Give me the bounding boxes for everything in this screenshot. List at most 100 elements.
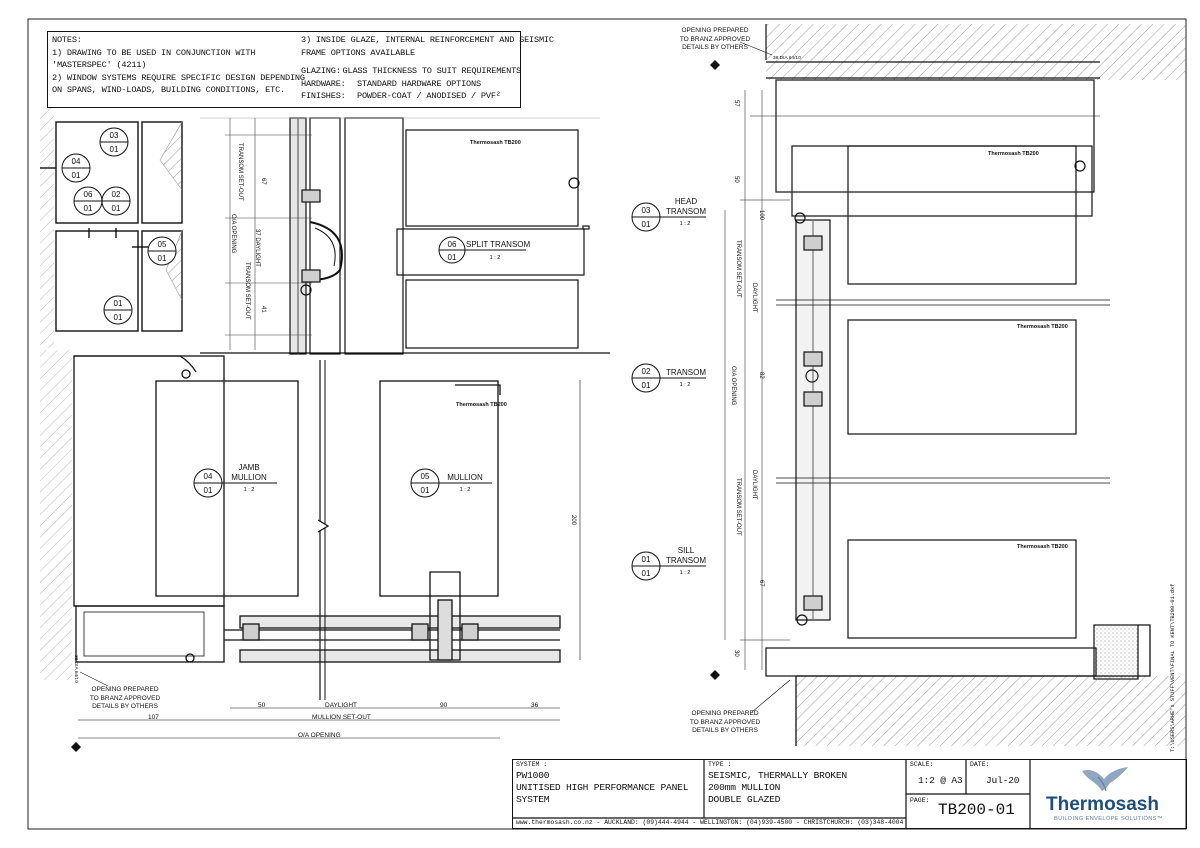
spec-glazing: GLAZING:GLASS THICKNESS TO SUIT REQUIREM… xyxy=(301,66,521,77)
dim-oa-opening: O/A OPENING xyxy=(298,732,341,739)
dim-transom-setout: TRANSOM SET-OUT xyxy=(237,143,243,201)
date-label: DATE: xyxy=(970,761,990,768)
detail-number: 05 xyxy=(420,472,430,481)
dim-transom-setout: TRANSOM SET-OUT xyxy=(244,262,250,320)
date-value: Jul-20 xyxy=(986,775,1020,786)
system-line: SYSTEM xyxy=(516,794,550,805)
detail-sheet: 01 xyxy=(447,253,457,262)
detail-sheet: 01 xyxy=(641,569,651,578)
vertical-section xyxy=(724,24,1186,746)
dim-value: 67 xyxy=(758,580,764,587)
dim-daylight: DAYLIGHT xyxy=(751,470,757,500)
detail-number: 01 xyxy=(641,555,651,564)
note-line: 2) WINDOW SYSTEMS REQUIRE SPECIFIC DESIG… xyxy=(52,72,305,83)
dim-oa-opening: O/A OPENING xyxy=(730,366,736,406)
contact-footer: www.thermosash.co.nz - AUCKLAND: (09)444… xyxy=(516,819,904,826)
detail-title: MULLION xyxy=(447,473,483,482)
detail-sheet: 01 xyxy=(203,486,213,495)
dim-value: 36 xyxy=(531,702,539,709)
detail-number: 03 xyxy=(641,206,651,215)
profile-brand-mark: Thermosash TB200 xyxy=(1017,544,1068,550)
detail-sheet: 01 xyxy=(420,486,430,495)
detail-number: 06 xyxy=(447,240,457,249)
detail-title: TRANSOM xyxy=(666,556,706,565)
dim-daylight: 37 DAYLIGHT xyxy=(254,229,260,267)
dim-value: 107 xyxy=(148,714,159,721)
page-label: PAGE: xyxy=(910,797,930,804)
detail-sheet: 01 xyxy=(641,220,651,229)
detail-scale: 1 : 2 xyxy=(679,570,691,576)
keyplan-bubble-bottom: 01 xyxy=(83,204,93,213)
dim-daylight: DAYLIGHT xyxy=(325,702,358,709)
dim-value: 30 xyxy=(733,650,739,657)
detail-scale: 1 : 2 xyxy=(489,255,501,261)
callout-opening-top-right: OPENING PREPARED TO BRANZ APPROVED DETAI… xyxy=(679,27,751,52)
keyplan-bubble-bottom: 01 xyxy=(71,171,81,180)
system-label: SYSTEM : xyxy=(516,761,548,768)
dim-value: 50 xyxy=(733,176,739,183)
detail-sheet: 01 xyxy=(641,381,651,390)
detail-title: SILL xyxy=(677,546,695,555)
detail-title: MULLION xyxy=(231,473,267,482)
detail-title: SPLIT TRANSOM xyxy=(466,240,531,249)
detail-scale: 1 : 2 xyxy=(243,487,255,493)
dim-value: 82 xyxy=(758,372,764,379)
dim-small-note: 38 DIA 64/10 xyxy=(73,655,78,683)
type-line: SEISMIC, THERMALLY BROKEN xyxy=(708,770,847,781)
detail-title: JAMB xyxy=(238,463,260,472)
notes-heading: NOTES: xyxy=(52,35,82,45)
dim-value: 50 xyxy=(258,702,266,709)
dim-value: 90 xyxy=(440,702,448,709)
dim-mullion-setout: MULLION SET-OUT xyxy=(312,714,371,721)
callout-opening-left: OPENING PREPARED TO BRANZ APPROVED DETAI… xyxy=(89,686,161,711)
keyplan-bubble-bottom: 01 xyxy=(109,145,119,154)
scale-label: SCALE: xyxy=(910,761,934,768)
spec-hardware: HARDWARE:STANDARD HARDWARE OPTIONS xyxy=(301,78,481,89)
profile-brand-mark: Thermosash TB200 xyxy=(470,140,521,146)
type-label: TYPE : xyxy=(708,761,732,768)
keyplan-bubble-top: 03 xyxy=(109,131,119,140)
dim-transom-setout: TRANSOM SET-OUT xyxy=(735,240,741,298)
detail-title: TRANSOM xyxy=(666,207,706,216)
keyplan-bubble-top: 06 xyxy=(83,190,93,199)
title-block xyxy=(512,759,1187,829)
file-path-label: T:\USERS\ARHE's STUFF\VENT\FINAL TO KENT… xyxy=(1170,583,1176,752)
profile-brand-mark: Thermosash TB200 xyxy=(1017,324,1068,330)
logo-tagline: BUILDING ENVELOPE SOLUTIONS™ xyxy=(1054,816,1163,822)
type-line: 200mm MULLION xyxy=(708,782,781,793)
dim-value: 200 xyxy=(570,515,576,526)
note-line: ON SPANS, WIND-LOADS, BUILDING CONDITION… xyxy=(52,85,285,96)
note-line: 'MASTERSPEC' (4211) xyxy=(52,60,147,71)
detail-scale: 1 : 2 xyxy=(679,382,691,388)
dim-value: 41 xyxy=(260,306,266,313)
keyplan-bubble-bottom: 01 xyxy=(113,313,123,322)
keyplan-bubble-top: 01 xyxy=(113,299,123,308)
dim-oa-opening: O/A OPENING xyxy=(230,214,236,254)
scale-value: 1:2 @ A3 xyxy=(918,775,963,786)
thermosash-bird-icon xyxy=(1082,767,1128,792)
keyplan-bubble-bottom: 01 xyxy=(111,204,121,213)
note-line: 3) INSIDE GLAZE, INTERNAL REINFORCEMENT … xyxy=(301,35,554,45)
keyplan-bubble-bottom: 01 xyxy=(157,254,167,263)
note-line: 1) DRAWING TO BE USED IN CONJUNCTION WIT… xyxy=(52,47,256,58)
note-line: FRAME OPTIONS AVAILABLE xyxy=(301,47,416,58)
system-line: PW1000 xyxy=(516,770,550,781)
page-value: TB200-01 xyxy=(938,801,1015,819)
dim-daylight: DAYLIGHT xyxy=(751,283,757,313)
logo-name: Thermosash xyxy=(1046,794,1159,815)
system-line: UNITISED HIGH PERFORMANCE PANEL xyxy=(516,782,689,793)
detail-title: HEAD xyxy=(674,197,698,206)
dim-value: 100 xyxy=(758,210,764,221)
profile-brand-mark: Thermosash TB200 xyxy=(988,151,1039,157)
dim-value: 67 xyxy=(260,178,266,185)
keyplan-bubble-top: 02 xyxy=(111,190,121,199)
dim-transom-setout: TRANSOM SET-OUT xyxy=(735,478,741,536)
keyplan-bubble-top: 05 xyxy=(157,240,167,249)
type-line: DOUBLE GLAZED xyxy=(708,794,781,805)
detail-title: TRANSOM xyxy=(666,368,706,377)
dim-value: 57 xyxy=(733,100,739,107)
callout-opening-bottom-right: OPENING PREPARED TO BRANZ APPROVED DETAI… xyxy=(689,710,761,735)
notes-box: NOTES: 1) DRAWING TO BE USED IN CONJUNCT… xyxy=(47,31,554,108)
